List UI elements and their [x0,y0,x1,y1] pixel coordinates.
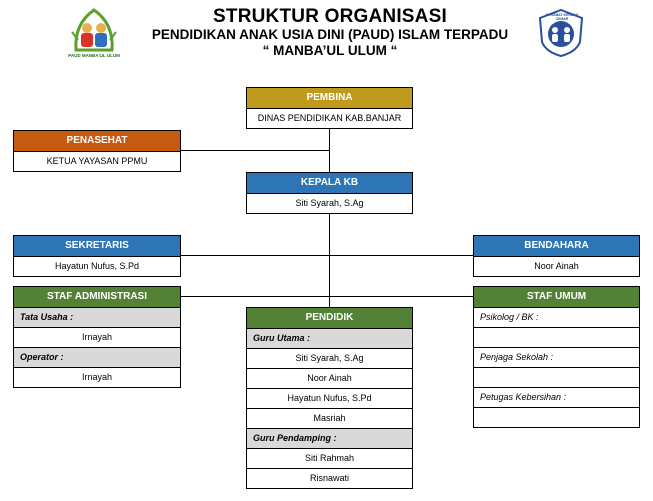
staf-admin-box: STAF ADMINISTRASI Tata Usaha : Irnayah O… [13,286,181,388]
penjaga-value [474,368,639,388]
guru-pendamping-item: Risnawati [309,473,349,483]
sahabat-logo: SAHABAT KERDAS CEMAR [536,8,586,58]
staf-admin-header: STAF ADMINISTRASI [14,287,180,308]
paud-logo: PAUD MANBA'UL ULUM [68,6,120,62]
connector-sekretaris-bendahara [180,255,474,256]
pembina-value: DINAS PENDIDIKAN KAB.BANJAR [257,113,402,123]
operator-label: Operator : [14,348,180,368]
guru-utama-item: Hayatun Nufus, S.Pd [247,389,412,409]
page-subtitle: PENDIDIKAN ANAK USIA DINI (PAUD) ISLAM T… [151,27,509,42]
penasehat-header: PENASEHAT [14,131,180,152]
guru-pendamping-item: Siti Rahmah [247,449,412,469]
penasehat-box: PENASEHAT KETUA YAYASAN PPMU [13,130,181,172]
sekretaris-header: SEKRETARIS [14,236,180,257]
guru-utama-item: Siti Syarah, S.Ag [247,349,412,369]
staf-umum-box: STAF UMUM Psikolog / BK : Penjaga Sekola… [473,286,640,428]
guru-utama-label: Guru Utama : [247,329,412,349]
kepala-header: KEPALA KB [247,173,412,194]
sekretaris-value: Hayatun Nufus, S.Pd [54,261,140,271]
pendidik-box: PENDIDIK Guru Utama : Siti Syarah, S.Ag … [246,307,413,489]
bendahara-box: BENDAHARA Noor Ainah [473,235,640,277]
penjaga-label: Penjaga Sekolah : [474,348,639,368]
connector-penasehat [180,150,330,151]
pendidik-header: PENDIDIK [247,308,412,329]
guru-utama-item: Masriah [247,409,412,429]
petugas-value [474,408,639,427]
connector-staf [181,296,473,297]
bendahara-value: Noor Ainah [534,261,579,271]
kepala-value: Siti Syarah, S.Ag [295,198,364,208]
psikolog-value [474,328,639,348]
petugas-label: Petugas Kebersihan : [474,388,639,408]
paud-logo-text: PAUD MANBA'UL ULUM [68,53,120,58]
guru-utama-item: Noor Ainah [247,369,412,389]
sahabat-logo-text: SAHABAT KERDAS CEMAR [545,13,579,21]
bendahara-header: BENDAHARA [474,236,639,257]
guru-pendamping-label: Guru Pendamping : [247,429,412,449]
sekretaris-box: SEKRETARIS Hayatun Nufus, S.Pd [13,235,181,277]
tata-usaha-value: Irnayah [14,328,180,348]
operator-value: Irnayah [81,372,113,382]
page-title: STRUKTUR ORGANISASI [213,6,447,27]
kepala-box: KEPALA KB Siti Syarah, S.Ag [246,172,413,214]
connector-main-vertical [329,128,330,308]
penasehat-value: KETUA YAYASAN PPMU [46,156,148,166]
tata-usaha-label: Tata Usaha : [14,308,180,328]
pembina-header: PEMBINA [247,88,412,109]
pembina-box: PEMBINA DINAS PENDIDIKAN KAB.BANJAR [246,87,413,129]
staf-umum-header: STAF UMUM [474,287,639,308]
psikolog-label: Psikolog / BK : [474,308,639,328]
institution-name: “ MANBA’UL ULUM “ [262,43,398,58]
